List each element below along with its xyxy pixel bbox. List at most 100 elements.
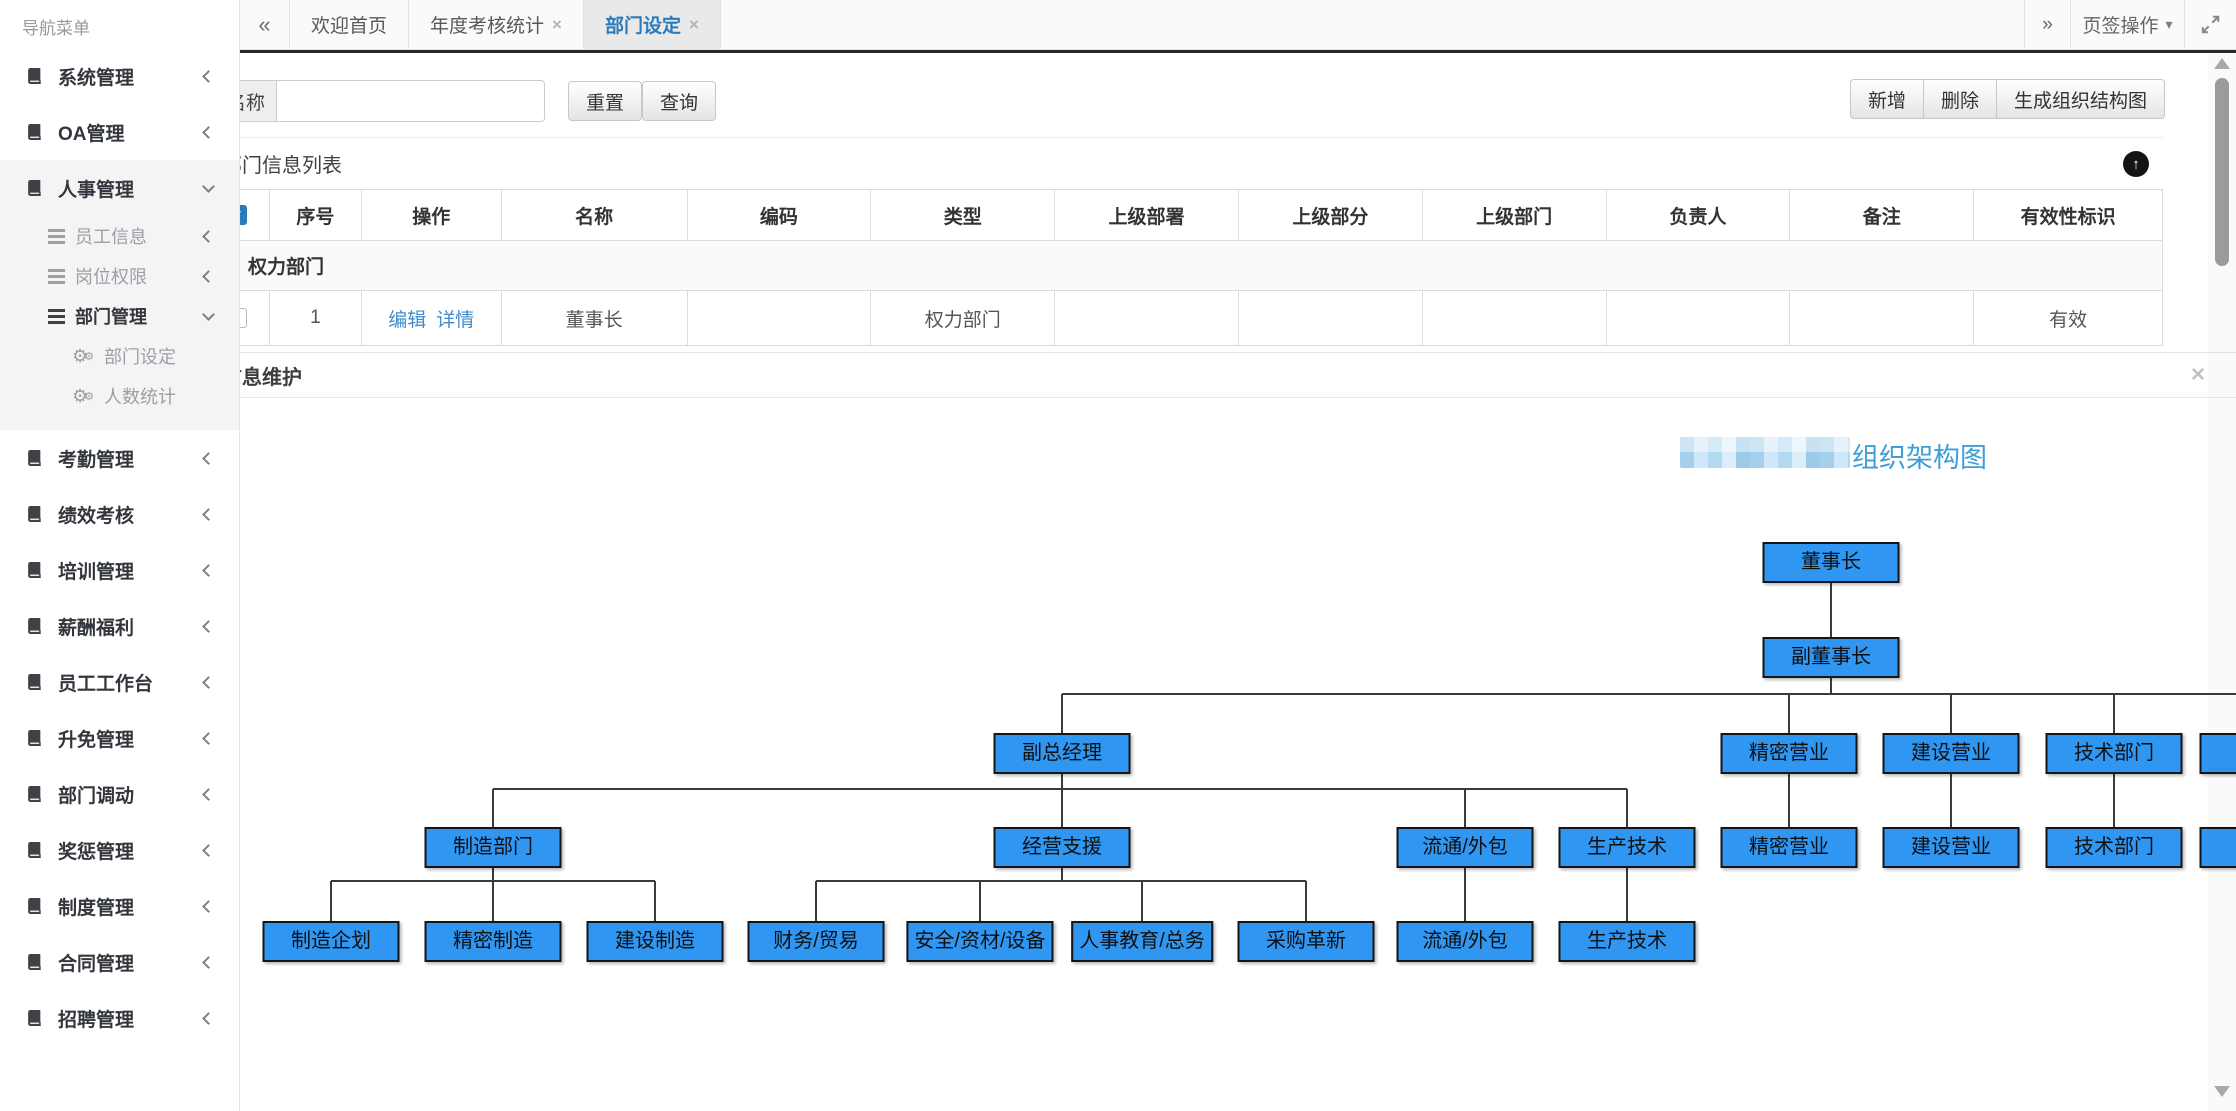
column-header-有效性标识[interactable]: 有效性标识 <box>2020 206 2116 228</box>
department-list-panel-header: 部门信息列表 ↑ <box>205 137 2163 189</box>
tabs-scroll-right-button[interactable]: » <box>2024 0 2070 49</box>
org-node-partial[interactable] <box>2199 827 2236 868</box>
column-header-负责人[interactable]: 负责人 <box>1607 190 1791 240</box>
org-connector-line <box>493 788 1627 790</box>
tab-operations-dropdown[interactable]: 页签操作 ▾ <box>2070 0 2184 49</box>
search-input[interactable] <box>277 80 545 122</box>
edit-link[interactable]: 编辑 <box>388 309 427 331</box>
table-group-row[interactable]: 权力部门 <box>205 241 2163 291</box>
sidebar-item-薪酬福利[interactable]: 薪酬福利 <box>0 598 239 654</box>
sidebar-item-label: OA管理 <box>58 123 125 145</box>
sidebar-item-升免管理[interactable]: 升免管理 <box>0 710 239 766</box>
sidebar-item-label: 人数统计 <box>104 387 176 407</box>
org-node-副总经理[interactable]: 副总经理 <box>993 733 1131 774</box>
org-node-partial[interactable] <box>2199 733 2236 774</box>
org-node-精密营业[interactable]: 精密营业 <box>1720 827 1858 868</box>
column-header-上级部署[interactable]: 上级部署 <box>1055 190 1239 240</box>
org-node-技术部门[interactable]: 技术部门 <box>2045 733 2183 774</box>
sidebar-item-人事管理[interactable]: 人事管理 <box>0 160 239 216</box>
sidebar-item-员工工作台[interactable]: 员工工作台 <box>0 654 239 710</box>
tab-close-icon[interactable]: × <box>552 14 562 34</box>
tab-欢迎首页[interactable]: 欢迎首页 <box>290 0 410 49</box>
sidebar-item-系统管理[interactable]: 系统管理 <box>0 48 239 104</box>
column-header-序号[interactable]: 序号 <box>270 190 362 240</box>
sidebar-item-员工信息[interactable]: 员工信息 <box>0 216 239 256</box>
column-header-备注[interactable]: 备注 <box>1790 190 1975 240</box>
panel-collapse-button[interactable]: ↑ <box>2123 151 2149 177</box>
org-connector-line <box>1788 774 1790 827</box>
book-icon <box>26 897 48 915</box>
sidebar-item-绩效考核[interactable]: 绩效考核 <box>0 486 239 542</box>
org-node-制造企划[interactable]: 制造企划 <box>262 921 400 962</box>
org-node-建设营业[interactable]: 建设营业 <box>1882 827 2020 868</box>
sidebar-item-人数统计[interactable]: ⚙⚙人数统计 <box>0 376 239 416</box>
sidebar-item-label: 招聘管理 <box>58 1009 135 1031</box>
cell: 有效 <box>2049 309 2088 331</box>
column-header-操作[interactable]: 操作 <box>362 190 502 240</box>
org-connector-line <box>816 880 1306 882</box>
column-header-名称[interactable]: 名称 <box>502 190 688 240</box>
detail-link[interactable]: 详情 <box>436 309 475 331</box>
delete-button[interactable]: 删除 <box>1924 79 1998 119</box>
add-button[interactable]: 新增 <box>1850 79 1925 119</box>
sidebar-item-部门管理[interactable]: 部门管理 <box>0 296 239 336</box>
org-node-采购革新[interactable]: 采购革新 <box>1237 921 1375 962</box>
org-connector-line <box>1626 868 1628 921</box>
tab-年度考核统计[interactable]: 年度考核统计× <box>409 0 584 49</box>
org-node-董事长[interactable]: 董事长 <box>1762 542 1900 583</box>
tab-close-icon[interactable]: × <box>688 14 699 34</box>
column-header-上级部门[interactable]: 上级部门 <box>1423 190 1607 240</box>
org-node-生产技术[interactable]: 生产技术 <box>1558 921 1696 962</box>
sidebar-item-奖惩管理[interactable]: 奖惩管理 <box>0 822 239 878</box>
org-node-建设制造[interactable]: 建设制造 <box>586 921 724 962</box>
scrollbar-down-arrow-icon[interactable] <box>2214 1086 2230 1097</box>
sidebar-item-岗位权限[interactable]: 岗位权限 <box>0 256 239 296</box>
org-node-人事教育/总务[interactable]: 人事教育/总务 <box>1071 921 1213 962</box>
fullscreen-button[interactable] <box>2184 0 2236 49</box>
column-header-上级部分[interactable]: 上级部分 <box>1239 190 1423 240</box>
scrollbar-up-arrow-icon[interactable] <box>2214 58 2230 69</box>
tab-部门设定[interactable]: 部门设定× <box>583 0 721 49</box>
sidebar-item-label: 岗位权限 <box>75 267 147 287</box>
org-node-制造部门[interactable]: 制造部门 <box>424 827 562 868</box>
org-node-生产技术[interactable]: 生产技术 <box>1558 827 1696 868</box>
sidebar-item-培训管理[interactable]: 培训管理 <box>0 542 239 598</box>
org-node-安全/资材/设备[interactable]: 安全/资材/设备 <box>906 921 1054 962</box>
close-icon[interactable]: × <box>2190 361 2205 388</box>
column-header-类型[interactable]: 类型 <box>871 190 1056 240</box>
sidebar-item-合同管理[interactable]: 合同管理 <box>0 934 239 990</box>
org-node-财务/贸易[interactable]: 财务/贸易 <box>747 921 885 962</box>
org-node-技术部门[interactable]: 技术部门 <box>2045 827 2183 868</box>
org-node-副董事长[interactable]: 副董事长 <box>1762 637 1900 678</box>
sidebar-item-部门调动[interactable]: 部门调动 <box>0 766 239 822</box>
org-node-建设营业[interactable]: 建设营业 <box>1882 733 2020 774</box>
org-connector-line <box>1062 693 2236 695</box>
sidebar-item-考勤管理[interactable]: 考勤管理 <box>0 430 239 486</box>
org-node-流通/外包[interactable]: 流通/外包 <box>1396 827 1534 868</box>
chevron-left-icon <box>202 229 215 243</box>
book-icon <box>26 953 48 971</box>
column-header-编码[interactable]: 编码 <box>688 190 872 240</box>
org-connector-line <box>1464 868 1466 921</box>
sidebar-item-部门设定[interactable]: ⚙⚙部门设定 <box>0 336 239 376</box>
reset-button[interactable]: 重置 <box>568 81 643 121</box>
org-connector-line <box>979 881 981 921</box>
sidebar-item-label: 考勤管理 <box>58 449 135 471</box>
org-node-流通/外包[interactable]: 流通/外包 <box>1396 921 1534 962</box>
chevron-left-icon <box>202 899 215 913</box>
sidebar-item-制度管理[interactable]: 制度管理 <box>0 878 239 934</box>
sidebar-item-label: 员工信息 <box>75 227 147 247</box>
sidebar-item-label: 部门设定 <box>104 347 176 367</box>
sidebar-item-OA管理[interactable]: OA管理 <box>0 104 239 160</box>
org-node-经营支援[interactable]: 经营支援 <box>993 827 1131 868</box>
generate-org-chart-button[interactable]: 生成组织结构图 <box>1997 79 2166 119</box>
sidebar-item-招聘管理[interactable]: 招聘管理 <box>0 990 239 1046</box>
org-connector-line <box>1061 774 1063 789</box>
org-connector-line <box>492 881 494 921</box>
query-button[interactable]: 查询 <box>642 81 717 121</box>
org-node-精密制造[interactable]: 精密制造 <box>424 921 562 962</box>
scrollbar-thumb[interactable] <box>2215 78 2229 266</box>
tabs-scroll-left-button[interactable]: « <box>240 0 290 49</box>
org-node-精密营业[interactable]: 精密营业 <box>1720 733 1858 774</box>
